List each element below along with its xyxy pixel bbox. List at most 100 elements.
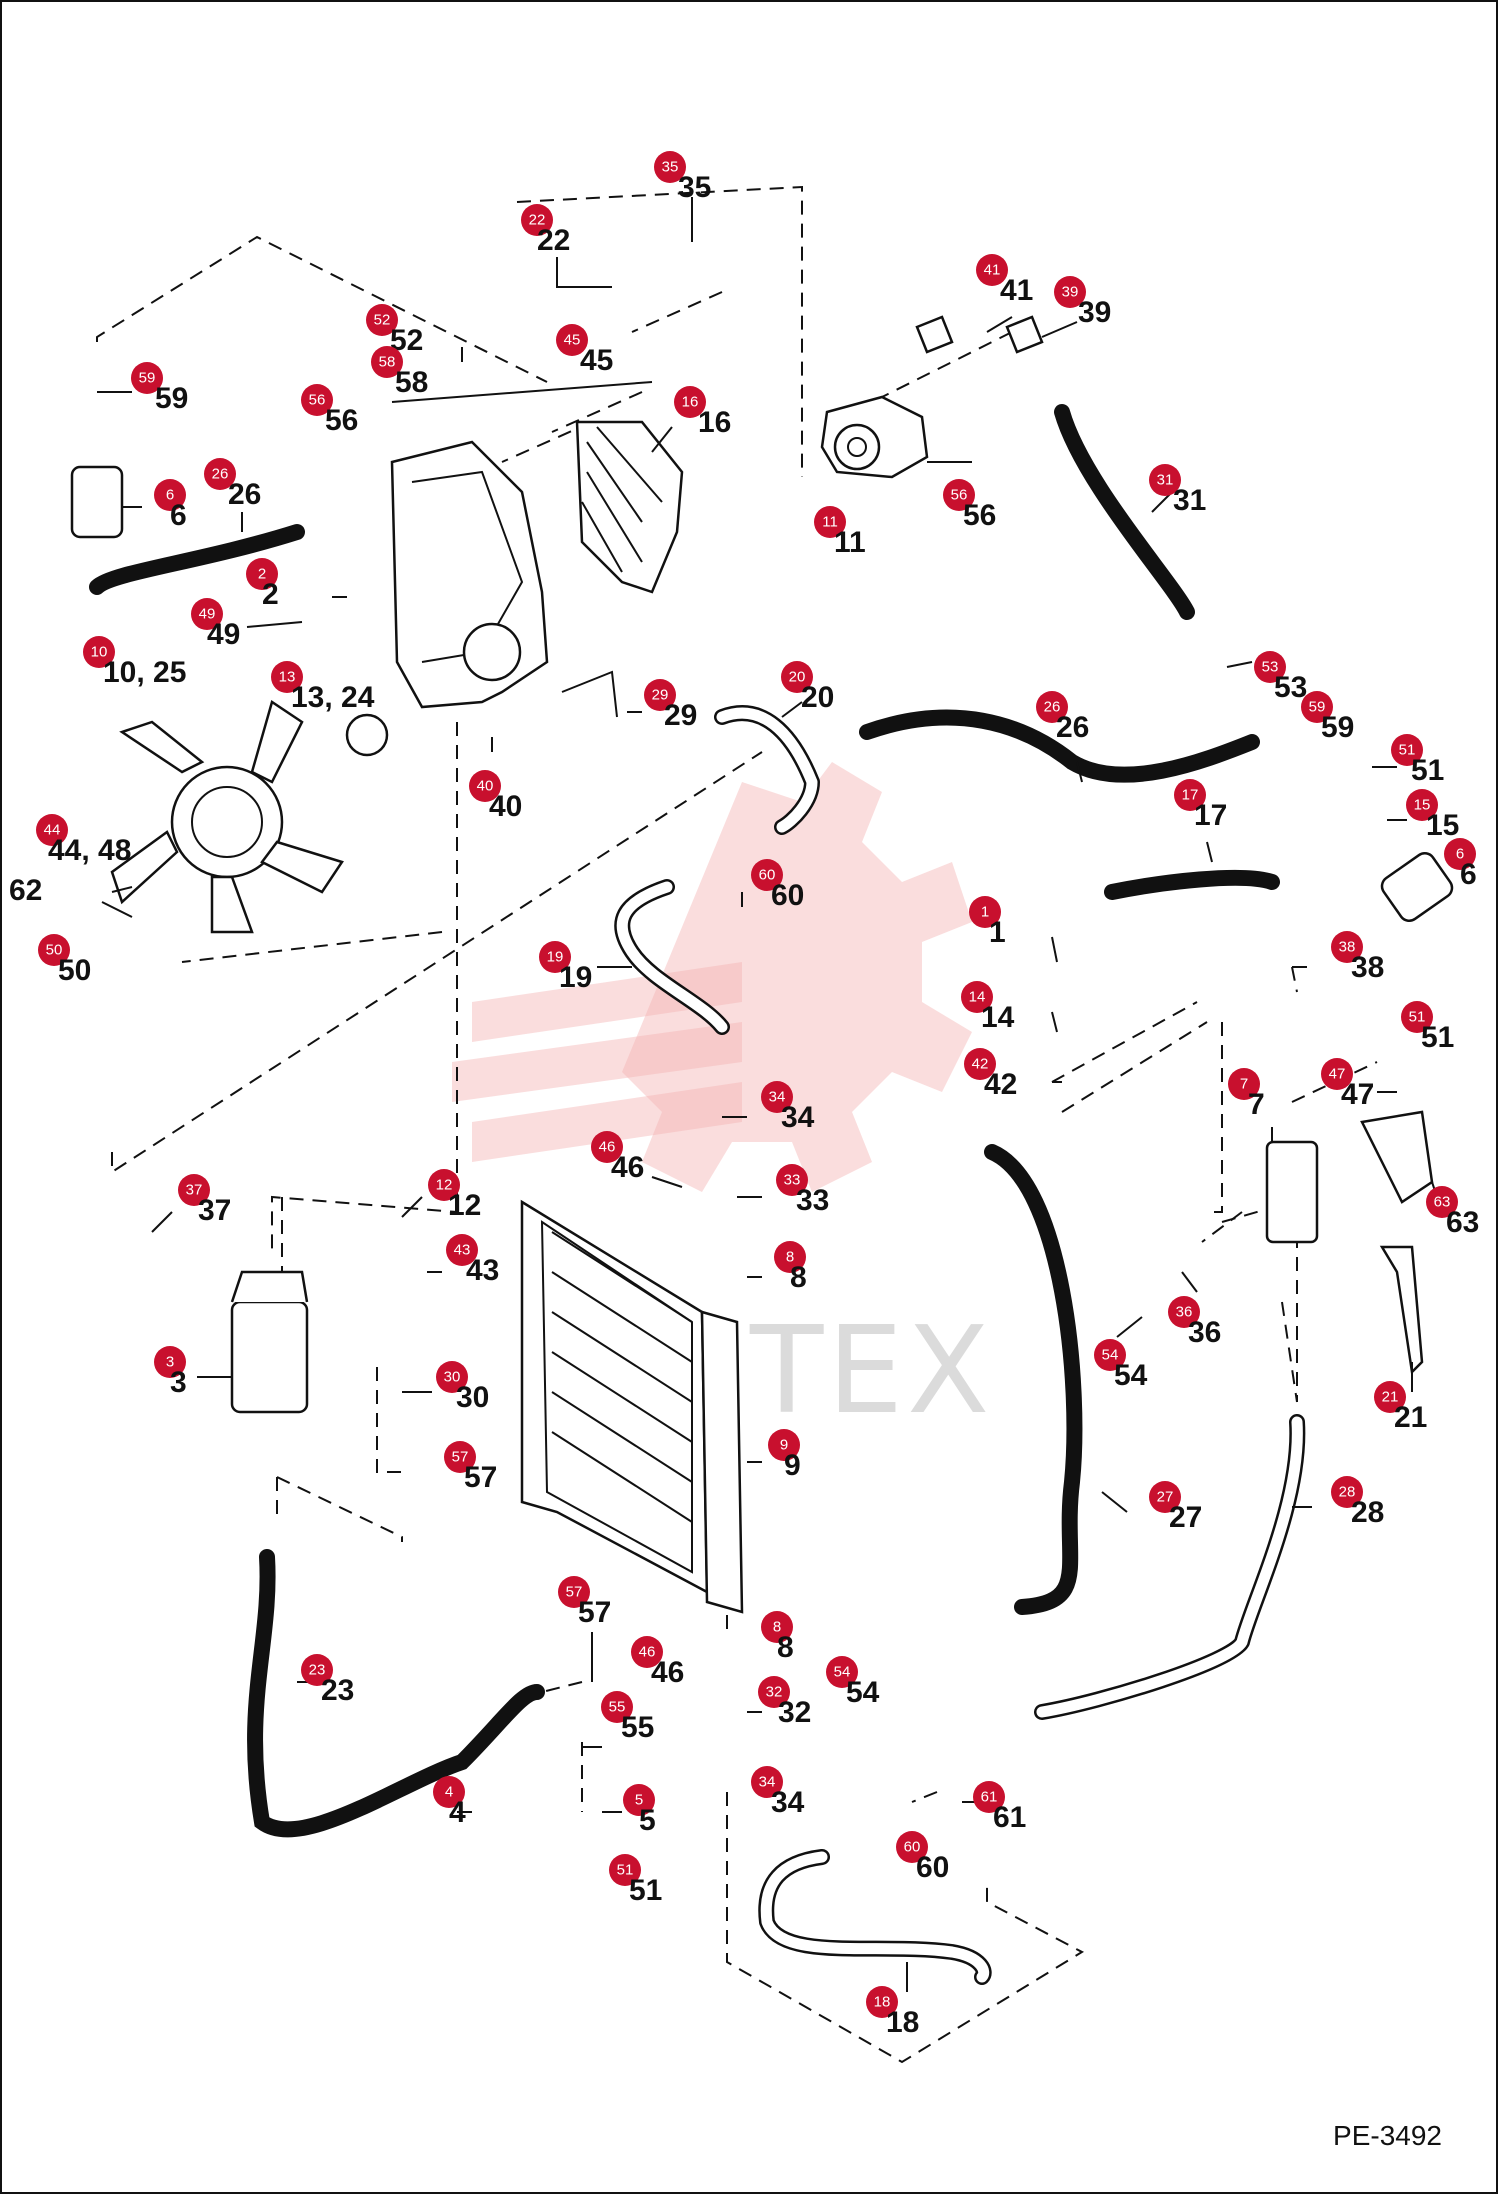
svg-text:16: 16	[682, 394, 699, 411]
svg-text:31: 31	[1157, 472, 1174, 489]
svg-text:53: 53	[1274, 671, 1307, 704]
callout-5[interactable]: 55	[623, 1784, 656, 1837]
svg-text:37: 37	[198, 1194, 231, 1227]
callout-8-top[interactable]: 88	[774, 1241, 807, 1294]
leader-lines	[97, 197, 1443, 1992]
callout-3[interactable]: 33	[154, 1346, 187, 1399]
callout-6-right[interactable]: 66	[1444, 838, 1477, 891]
svg-text:46: 46	[639, 1644, 656, 1661]
assembly-dashed-lines	[96, 185, 1378, 2064]
svg-text:50: 50	[46, 942, 63, 959]
svg-text:44: 44	[44, 822, 61, 839]
callout-1[interactable]: 11	[969, 896, 1006, 949]
callout-9[interactable]: 99	[768, 1429, 801, 1482]
hose-23	[247, 1549, 545, 1838]
svg-text:56: 56	[325, 404, 358, 437]
svg-text:20: 20	[801, 681, 834, 714]
svg-text:28: 28	[1351, 1496, 1384, 1529]
svg-text:18: 18	[874, 1994, 891, 2011]
callout-2[interactable]: 22	[246, 558, 279, 611]
svg-text:19: 19	[547, 949, 564, 966]
callout-8-bottom[interactable]: 88	[761, 1611, 794, 1664]
svg-text:3: 3	[170, 1366, 187, 1399]
svg-text:51: 51	[1421, 1021, 1454, 1054]
callout-7[interactable]: 77	[1228, 1068, 1265, 1121]
parts-illustration	[70, 315, 1454, 1985]
svg-text:54: 54	[834, 1664, 851, 1681]
svg-text:47: 47	[1341, 1078, 1374, 1111]
svg-text:23: 23	[309, 1662, 326, 1679]
callout-62[interactable]: 62	[9, 874, 42, 907]
svg-text:14: 14	[981, 1001, 1015, 1034]
callout-6-left[interactable]: 66	[154, 479, 187, 532]
svg-text:44, 48: 44, 48	[48, 834, 131, 867]
callout-4[interactable]: 44	[433, 1776, 466, 1829]
svg-text:7: 7	[1240, 1076, 1248, 1093]
svg-text:8: 8	[790, 1261, 807, 1294]
svg-text:30: 30	[444, 1369, 461, 1386]
svg-text:18: 18	[886, 2006, 919, 2039]
